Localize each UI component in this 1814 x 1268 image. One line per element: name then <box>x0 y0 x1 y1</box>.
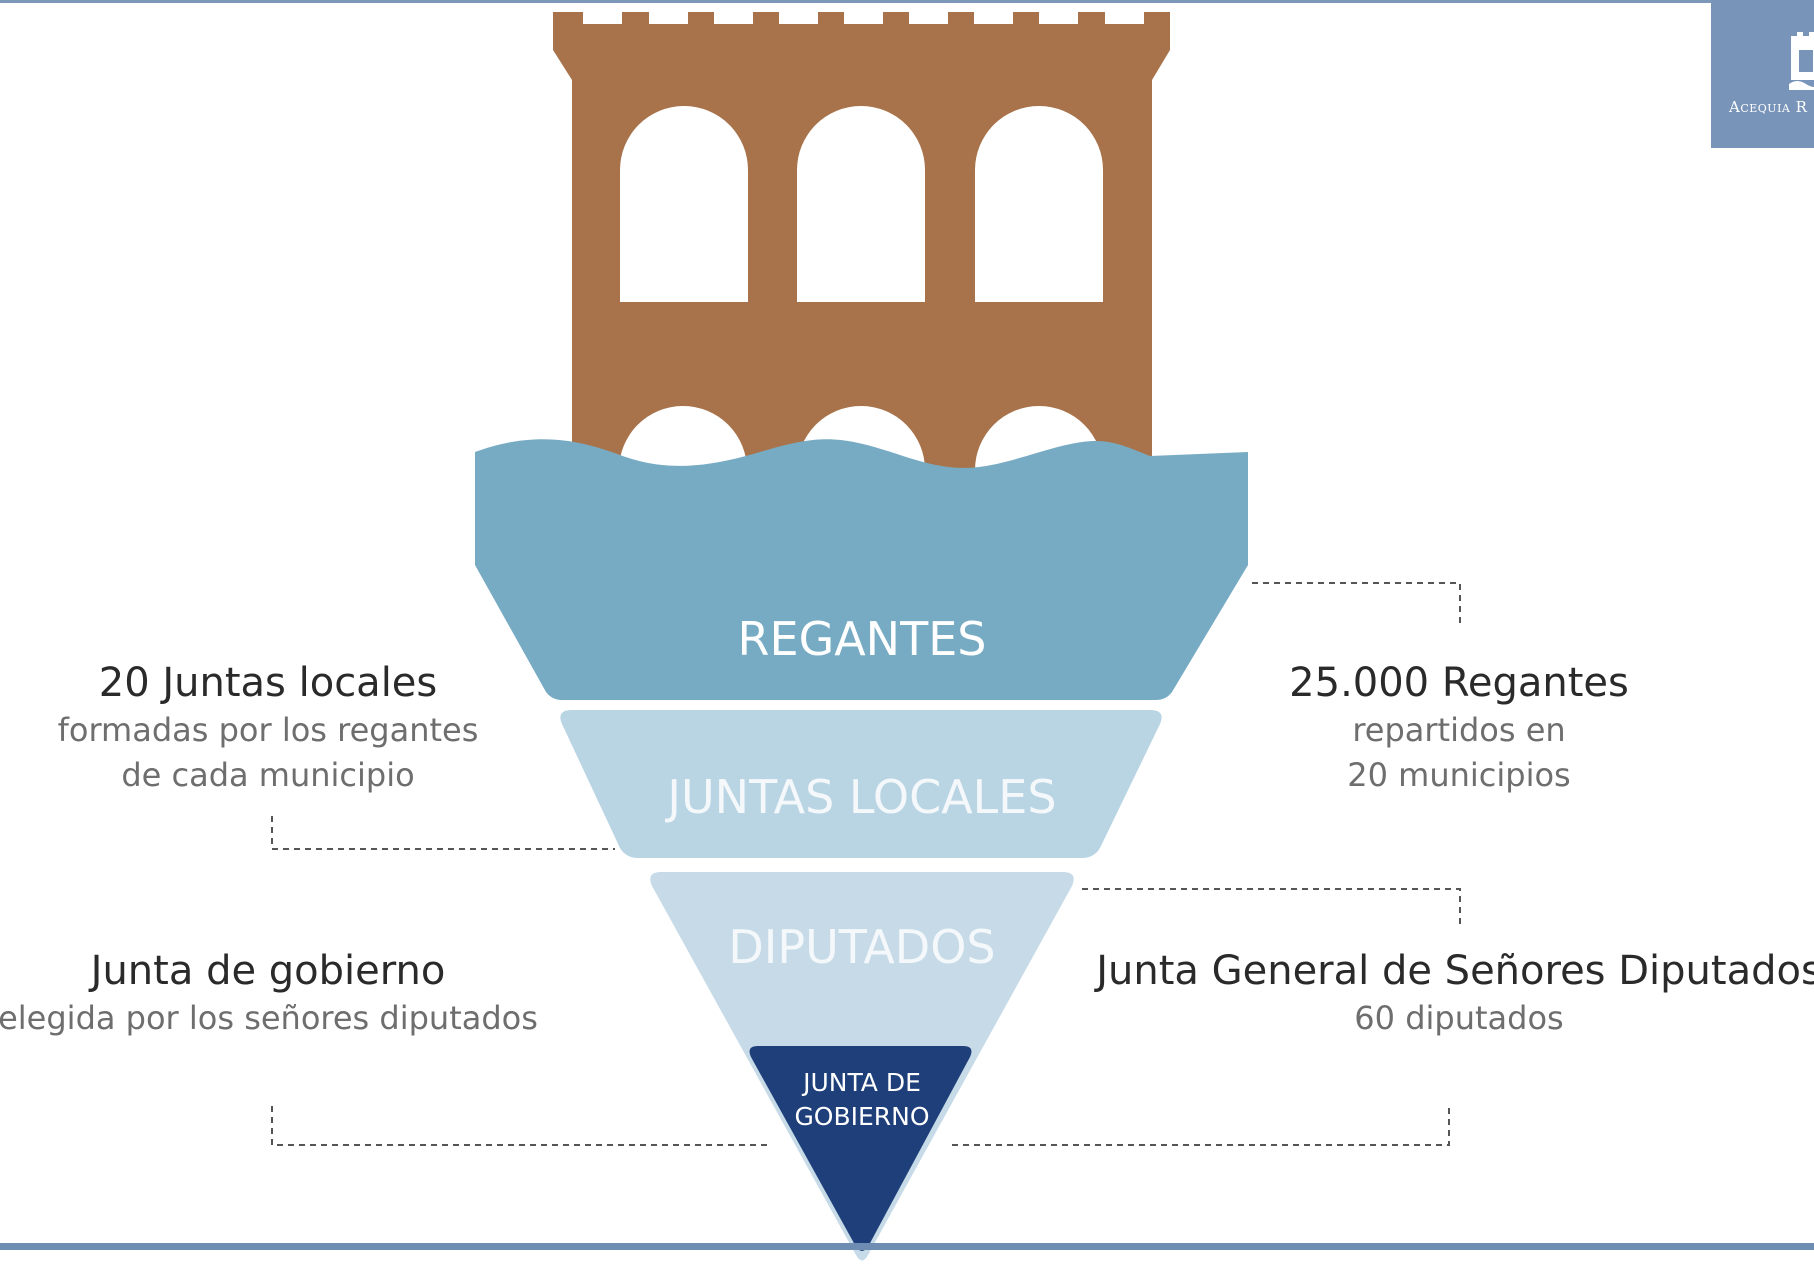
connector-gobierno-left <box>271 1106 770 1146</box>
annotation-text: repartidos en <box>1352 711 1566 749</box>
juntas-locales-label: JUNTAS LOCALES <box>667 770 1057 824</box>
junta-gobierno-label-line2: GOBIERNO <box>794 1102 930 1131</box>
juntas-locales-annotation: 20 Juntas locales formadas por los regan… <box>58 658 479 798</box>
junta-gobierno-label-line1: JUNTA DE <box>803 1068 921 1097</box>
aqueduct-icon <box>553 12 1170 470</box>
junta-gobierno-level <box>749 1046 972 1251</box>
annotation-text: elegida por los señores diputados <box>0 999 538 1037</box>
annotation-text: formadas por los regantes <box>57 711 479 749</box>
logo-text: Acequia R <box>1729 98 1808 116</box>
annotation-title: 20 Juntas locales <box>98 660 438 706</box>
junta-gobierno-label: JUNTA DE GOBIERNO <box>794 1066 929 1134</box>
annotation-text: 60 diputados <box>1354 999 1564 1037</box>
annotation-text: de cada municipio <box>121 756 415 794</box>
regantes-annotation: 25.000 Regantes repartidos en 20 municip… <box>1289 658 1629 798</box>
annotation-title: 25.000 Regantes <box>1289 660 1629 706</box>
junta-gobierno-annotation: Junta de gobierno elegida por los señore… <box>0 946 538 1041</box>
annotation-text: 20 municipios <box>1347 756 1571 794</box>
regantes-label: REGANTES <box>737 612 987 666</box>
tower-logo-icon <box>1789 32 1814 90</box>
logo-badge: Acequia R <box>1711 0 1814 148</box>
annotation-title: Junta General de Señores Diputados <box>1096 948 1814 994</box>
top-border <box>0 0 1814 3</box>
connector-lines <box>271 582 1461 1146</box>
diputados-label: DIPUTADOS <box>728 920 996 974</box>
connector-diputados <box>1082 888 1461 928</box>
regantes-level <box>475 439 1248 700</box>
connector-regantes <box>1252 582 1461 628</box>
connector-juntas-locales <box>271 816 615 850</box>
connector-gobierno-right <box>952 1106 1450 1146</box>
bottom-border <box>0 1243 1814 1250</box>
juntas-locales-level <box>560 710 1162 858</box>
annotation-title: Junta de gobierno <box>90 948 446 994</box>
diputados-annotation: Junta General de Señores Diputados 60 di… <box>1096 946 1814 1041</box>
